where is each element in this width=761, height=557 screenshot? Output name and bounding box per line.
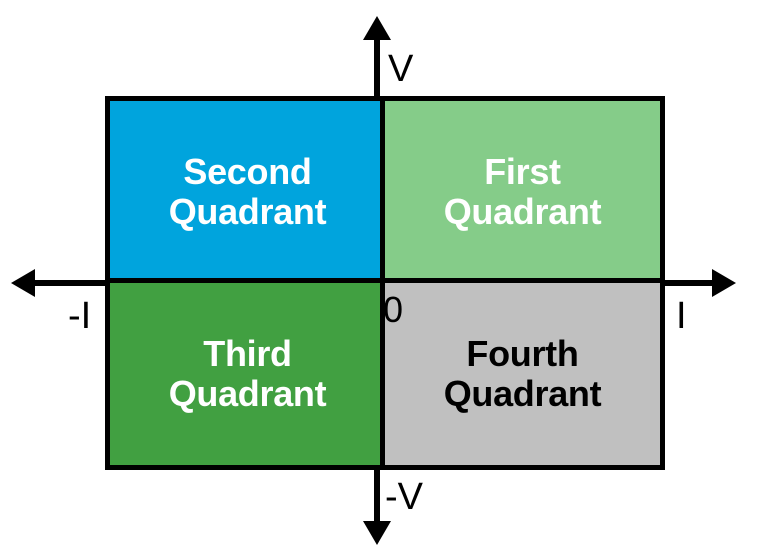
axis-arrow-left-icon — [11, 269, 35, 297]
quadrant-fourth-label-line1: Fourth — [466, 332, 579, 374]
quadrant-third[interactable]: Third Quadrant — [110, 283, 385, 465]
quadrant-fourth-label-line2: Quadrant — [443, 373, 602, 414]
quadrant-second-label-line2: Quadrant — [168, 191, 327, 232]
axis-arrow-up-icon — [363, 16, 391, 40]
quadrant-second[interactable]: Second Quadrant — [110, 101, 385, 283]
quadrant-fourth[interactable]: Fourth Quadrant — [385, 283, 660, 465]
axis-label-voltage-negative: -V — [385, 476, 423, 518]
quadrant-first-label-line1: First — [484, 150, 561, 192]
axis-label-current-positive: I — [676, 295, 687, 337]
quadrant-third-label-line2: Quadrant — [168, 373, 327, 414]
axis-label-voltage-positive: V — [388, 48, 414, 90]
axis-arrow-down-icon — [363, 521, 391, 545]
axis-label-origin: 0 — [383, 289, 404, 330]
quadrant-first[interactable]: First Quadrant — [385, 101, 660, 283]
quadrant-grid: Second Quadrant First Quadrant Third Qua… — [105, 96, 665, 470]
axis-label-current-negative: -I — [68, 295, 92, 337]
axis-arrow-right-icon — [712, 269, 736, 297]
quadrant-first-label-line2: Quadrant — [443, 191, 602, 232]
quadrant-second-label-line1: Second — [183, 150, 312, 192]
quadrant-third-label-line1: Third — [203, 332, 292, 374]
